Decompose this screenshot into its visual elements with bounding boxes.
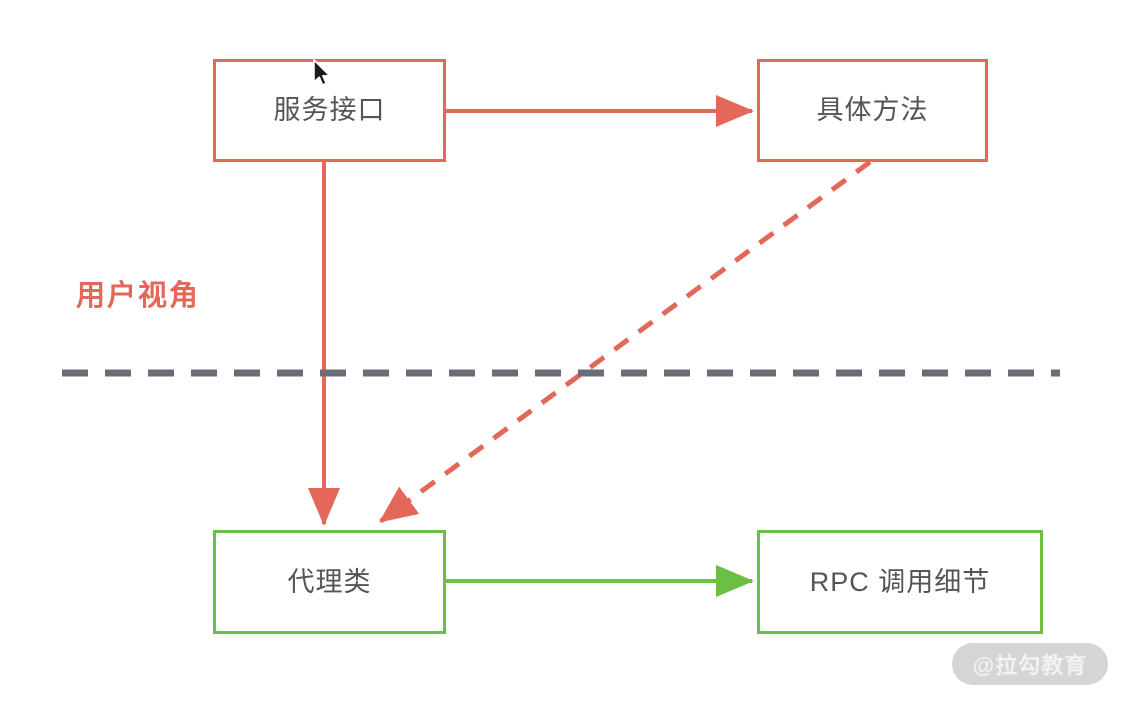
node-proxy-class[interactable]: 代理类 — [213, 530, 446, 634]
section-label-user-perspective: 用户视角 — [76, 280, 201, 312]
node-label-concrete-method: 具体方法 — [816, 95, 929, 125]
node-rpc-call-detail[interactable]: RPC 调用细节 — [757, 530, 1043, 634]
watermark-badge: @拉勾教育 — [952, 643, 1108, 685]
node-concrete-method[interactable]: 具体方法 — [757, 59, 988, 162]
node-label-rpc-call-detail: RPC 调用细节 — [809, 566, 991, 597]
watermark-text: @拉勾教育 — [972, 653, 1088, 678]
node-service-interface[interactable]: 服务接口 — [213, 59, 446, 162]
node-label-proxy-class: 代理类 — [287, 566, 372, 597]
edge-concrete-method-to-proxy-class — [378, 159, 872, 524]
node-label-service-interface: 服务接口 — [273, 95, 386, 125]
